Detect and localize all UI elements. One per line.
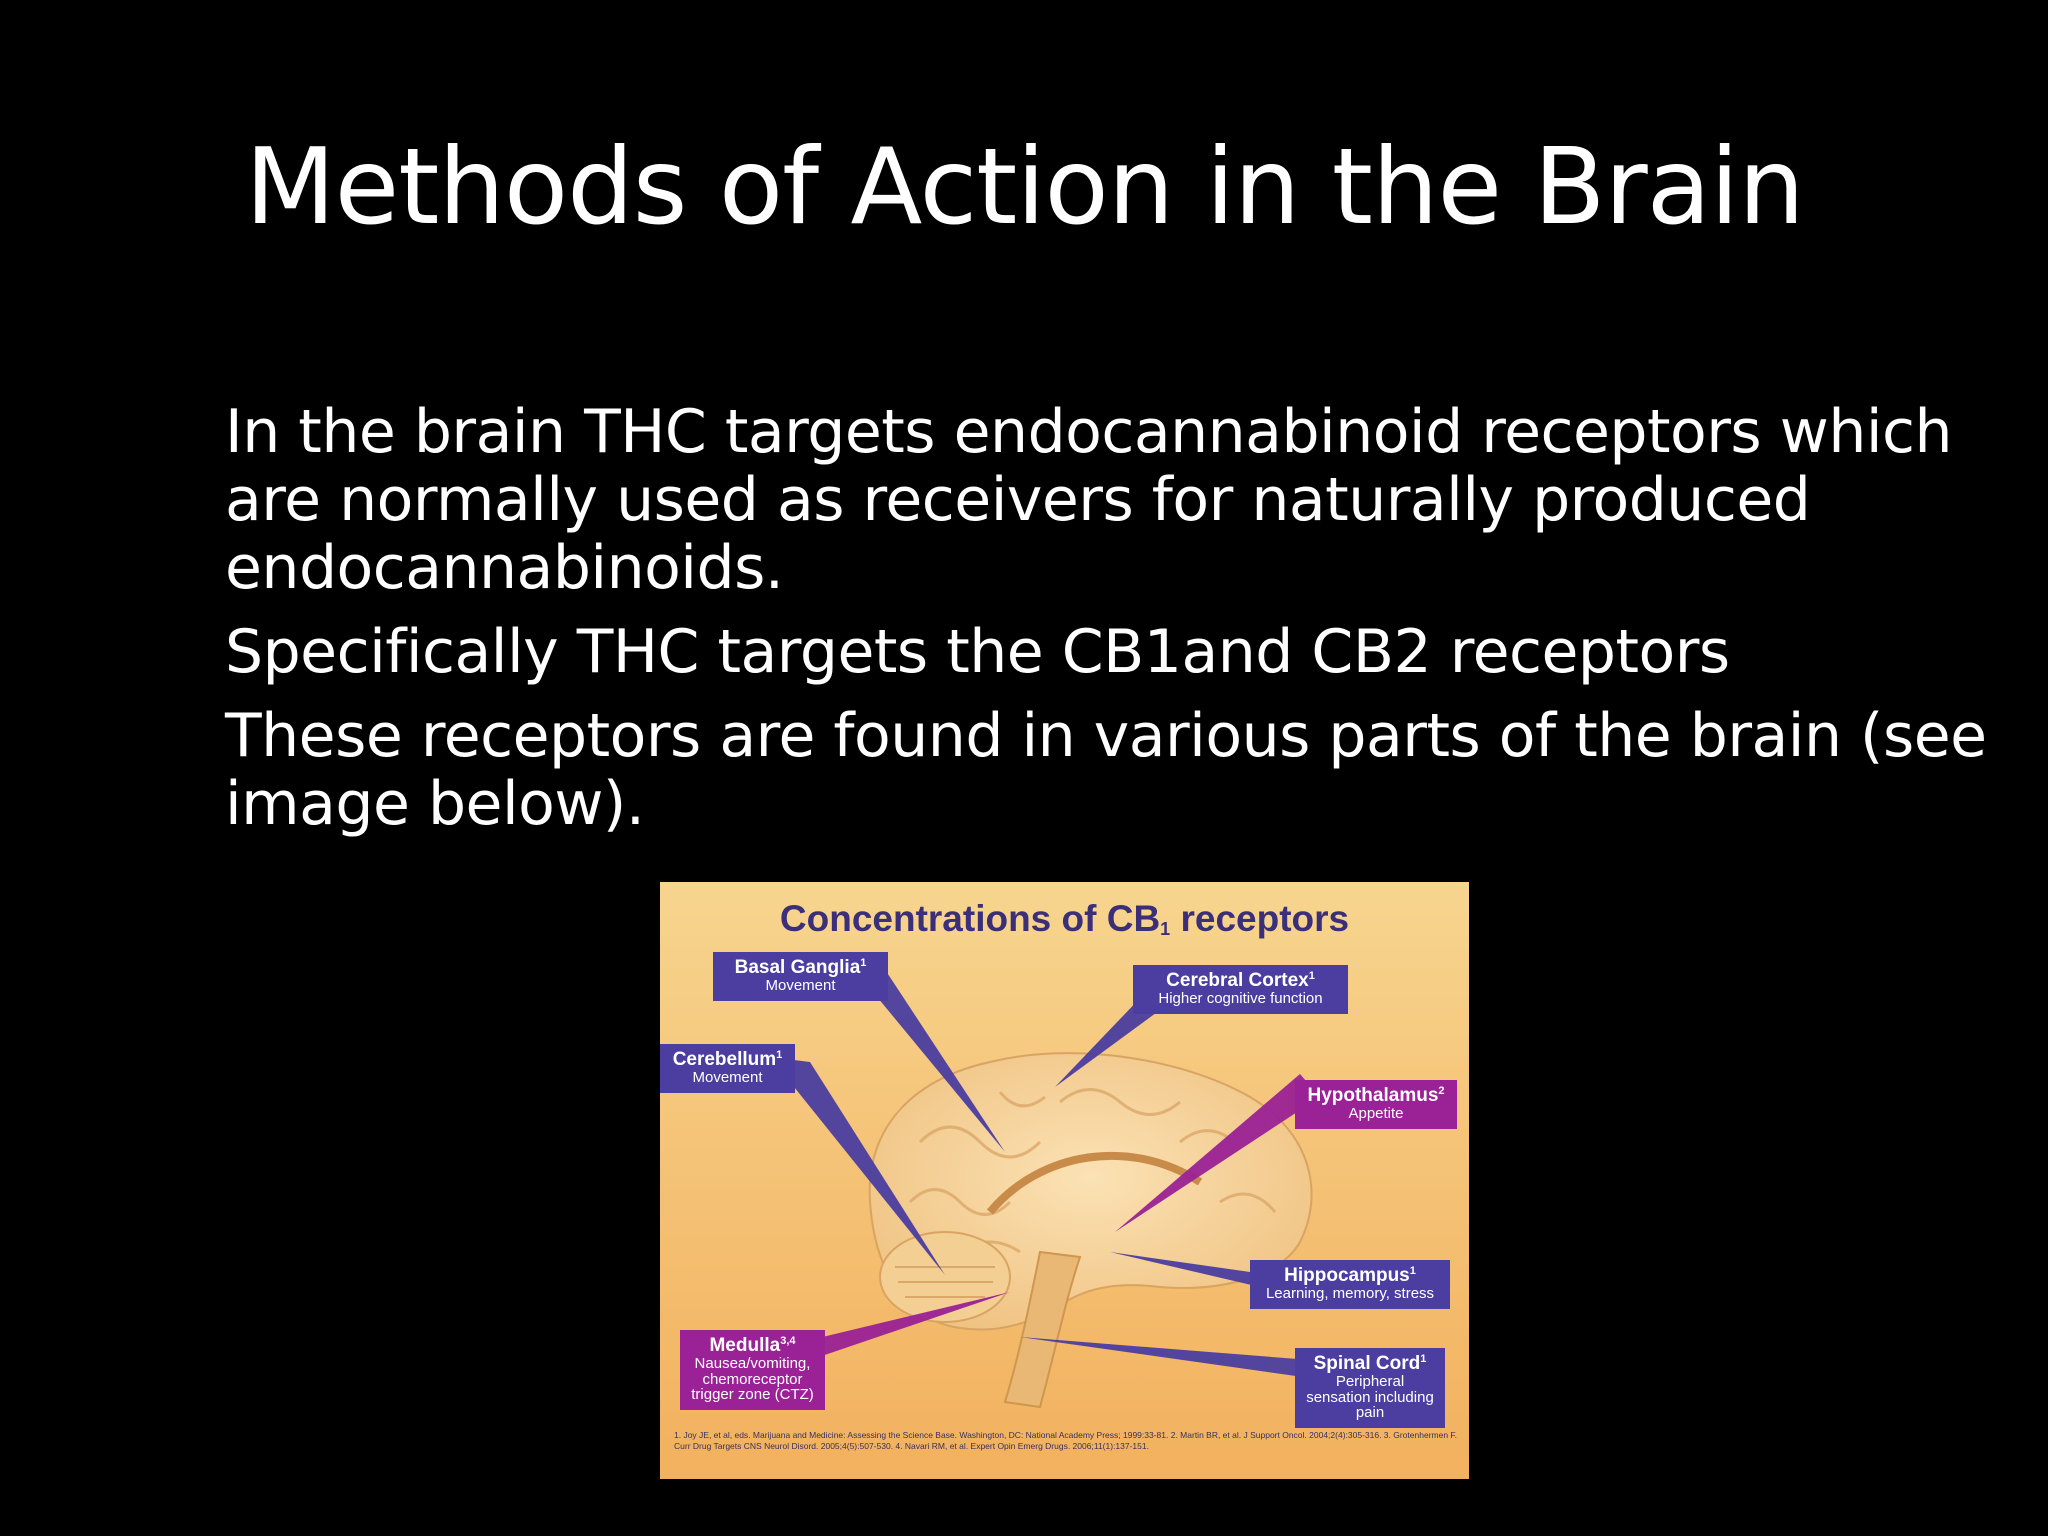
label-medulla: Medulla3,4 Nausea/vomiting, chemorecepto… [680, 1330, 825, 1411]
label-cerebellum: Cerebellum1 Movement [660, 1044, 795, 1093]
bullet-2: Specifically THC targets the CB1and CB2 … [225, 617, 1730, 687]
figure-title: Concentrations of CB1 receptors [779, 898, 1350, 939]
slide-body: In the brain THC targets endocannabinoid… [225, 398, 2005, 854]
label-spinal-cord: Spinal Cord1 Peripheral sensation includ… [1295, 1348, 1445, 1429]
label-basal-ganglia: Basal Ganglia1 Movement [713, 952, 888, 1001]
bullet-1: In the brain THC targets endocannabinoid… [225, 397, 1953, 603]
bullet-3: These receptors are found in various par… [225, 701, 1987, 839]
label-hippocampus: Hippocampus1 Learning, memory, stress [1250, 1260, 1450, 1309]
figure-references: 1. Joy JE, et al, eds. Marijuana and Med… [674, 1430, 1458, 1451]
label-cerebral-cortex: Cerebral Cortex1 Higher cognitive functi… [1133, 965, 1348, 1014]
brain-illustration [770, 952, 1320, 1409]
cb1-receptor-figure: Concentrations of CB1 receptors Basal Ga… [660, 882, 1469, 1479]
slide-title: Methods of Action in the Brain [245, 126, 1805, 248]
label-hypothalamus: Hypothalamus2 Appetite [1295, 1080, 1457, 1129]
